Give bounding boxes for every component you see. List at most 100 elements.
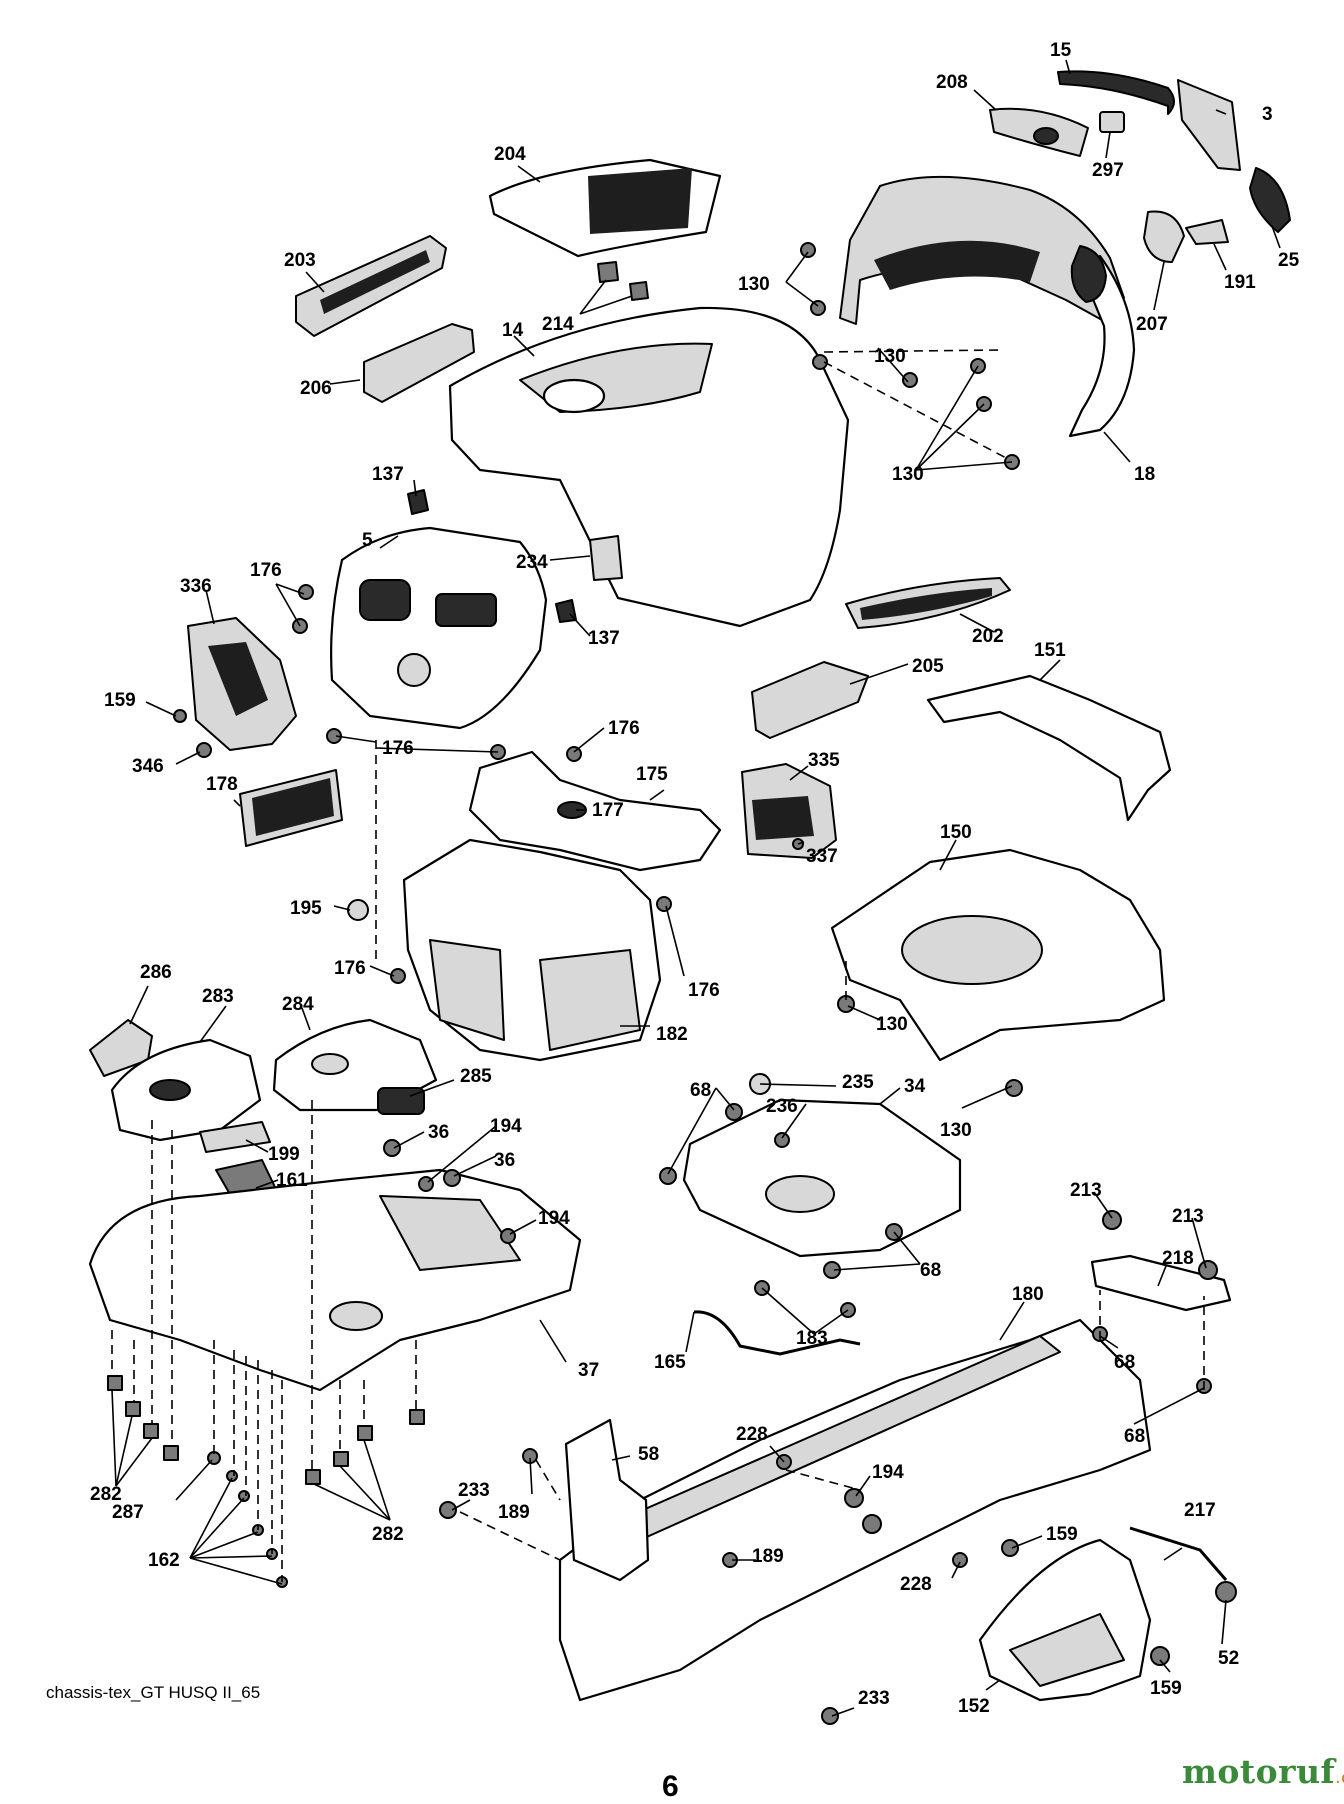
- callout-label: 68: [690, 1080, 711, 1101]
- fastener-68-b: [659, 1167, 677, 1185]
- fastener-233-a: [439, 1501, 457, 1519]
- fastener-176-a: [298, 584, 314, 600]
- clip-282-f: [333, 1451, 349, 1467]
- callout-label: 130: [874, 346, 906, 367]
- logo-name: motoruf: [1182, 1752, 1336, 1791]
- callout-label: 189: [498, 1502, 530, 1523]
- fastener-36-a: [383, 1139, 401, 1157]
- fastener-176-g: [656, 896, 672, 912]
- callout-label: 183: [796, 1328, 828, 1349]
- part-199-plate: [199, 1121, 271, 1153]
- callout-label: 233: [858, 1688, 890, 1709]
- part-203-slots: [320, 250, 430, 314]
- part-234-tab: [589, 535, 623, 581]
- callout-label: 208: [936, 72, 968, 93]
- callout-label: 150: [940, 822, 972, 843]
- fastener-36-b: [443, 1169, 461, 1187]
- fastener-213-b: [1198, 1260, 1218, 1280]
- fastener-68-a: [725, 1103, 743, 1121]
- callout-label: 202: [972, 626, 1004, 647]
- callout-label: 130: [940, 1120, 972, 1141]
- clip-282-g: [357, 1425, 373, 1441]
- callout-label: 68: [1114, 1352, 1135, 1373]
- callout-label: 162: [148, 1550, 180, 1571]
- fastener-213-a: [1102, 1210, 1122, 1230]
- part-150-cutout: [901, 915, 1043, 985]
- part-37-running-board: [88, 1168, 582, 1392]
- callout-label: 177: [592, 800, 624, 821]
- fastener-162-b: [238, 1490, 250, 1502]
- part-18-bumper: [1068, 254, 1136, 438]
- callout-label: 3: [1262, 104, 1273, 125]
- callout-label: 161: [276, 1170, 308, 1191]
- callout-label: 15: [1050, 40, 1072, 61]
- callout-label: 287: [112, 1502, 144, 1523]
- callout-label: 176: [250, 560, 282, 581]
- part-165-rod: [693, 1310, 861, 1356]
- fastener-194-b: [500, 1228, 516, 1244]
- callout-label: 213: [1070, 1180, 1102, 1201]
- callout-label: 176: [382, 738, 414, 759]
- clip-282-b: [125, 1401, 141, 1417]
- fastener-130-b: [810, 300, 826, 316]
- part-207-lamp: [1143, 210, 1185, 263]
- fastener-130-d: [902, 372, 918, 388]
- callout-label: 285: [460, 1066, 492, 1087]
- callout-label: 203: [284, 250, 316, 271]
- callout-labels: 15 208 3 204 297 25 203 130 191 214 14 2…: [90, 40, 1300, 1717]
- callout-label: 282: [90, 1484, 122, 1505]
- fastener-130-a: [800, 242, 816, 258]
- fastener-130-c: [812, 354, 828, 370]
- callout-label: 207: [1136, 314, 1168, 335]
- clip-282-c: [143, 1423, 159, 1439]
- callout-label: 282: [372, 1524, 404, 1545]
- callout-label: 180: [1012, 1284, 1044, 1305]
- part-5-panel-a: [359, 579, 411, 621]
- part-5-knob: [397, 653, 431, 687]
- callout-label: 336: [180, 576, 212, 597]
- fastener-176-e: [566, 746, 582, 762]
- part-152-tread: [1009, 1613, 1125, 1687]
- callout-label: 284: [282, 994, 314, 1015]
- callout-label: 206: [300, 378, 332, 399]
- fastener-236: [774, 1132, 790, 1148]
- callout-label: 178: [206, 774, 238, 795]
- part-15-trim-strip: [1057, 70, 1175, 115]
- fastener-194-d: [862, 1514, 882, 1534]
- part-37-opening: [379, 1195, 521, 1271]
- part-335-vents: [752, 796, 814, 840]
- callout-label: 235: [842, 1072, 874, 1093]
- callout-label: 159: [1046, 1524, 1078, 1545]
- part-14-gauge-hole: [542, 378, 606, 414]
- callout-label: 137: [372, 464, 404, 485]
- assembly-lines: [111, 349, 1205, 1582]
- part-3-bracket: [1177, 79, 1241, 171]
- callout-label: 176: [688, 980, 720, 1001]
- fastener-233-b: [821, 1707, 839, 1725]
- part-182-opening-right: [539, 949, 641, 1051]
- part-5-panel-b: [435, 593, 497, 627]
- part-18-light-ring: [1070, 245, 1107, 303]
- callout-label: 297: [1092, 160, 1124, 181]
- part-214-clip: [597, 261, 619, 283]
- part-130-grille-mesh: [874, 240, 1040, 290]
- callout-label: 189: [752, 1546, 784, 1567]
- callout-label: 176: [334, 958, 366, 979]
- part-218-bracket: [1090, 1254, 1232, 1312]
- part-25-seal: [1249, 167, 1291, 233]
- fastener-159-c: [1150, 1646, 1170, 1666]
- part-336-vents: [208, 642, 268, 716]
- part-5-dashboard: [330, 526, 548, 730]
- part-34-hole: [765, 1175, 835, 1213]
- part-208-bulb: [1033, 127, 1059, 145]
- callout-label: 214: [542, 314, 574, 335]
- callout-label: 52: [1218, 1648, 1239, 1669]
- callout-label: 130: [892, 464, 924, 485]
- callout-label: 195: [290, 898, 322, 919]
- site-logo[interactable]: motoruf.de: [1182, 1752, 1344, 1791]
- fastener-346: [196, 742, 212, 758]
- callout-label: 199: [268, 1144, 300, 1165]
- callout-label: 36: [494, 1150, 515, 1171]
- part-191-clip: [1185, 219, 1229, 245]
